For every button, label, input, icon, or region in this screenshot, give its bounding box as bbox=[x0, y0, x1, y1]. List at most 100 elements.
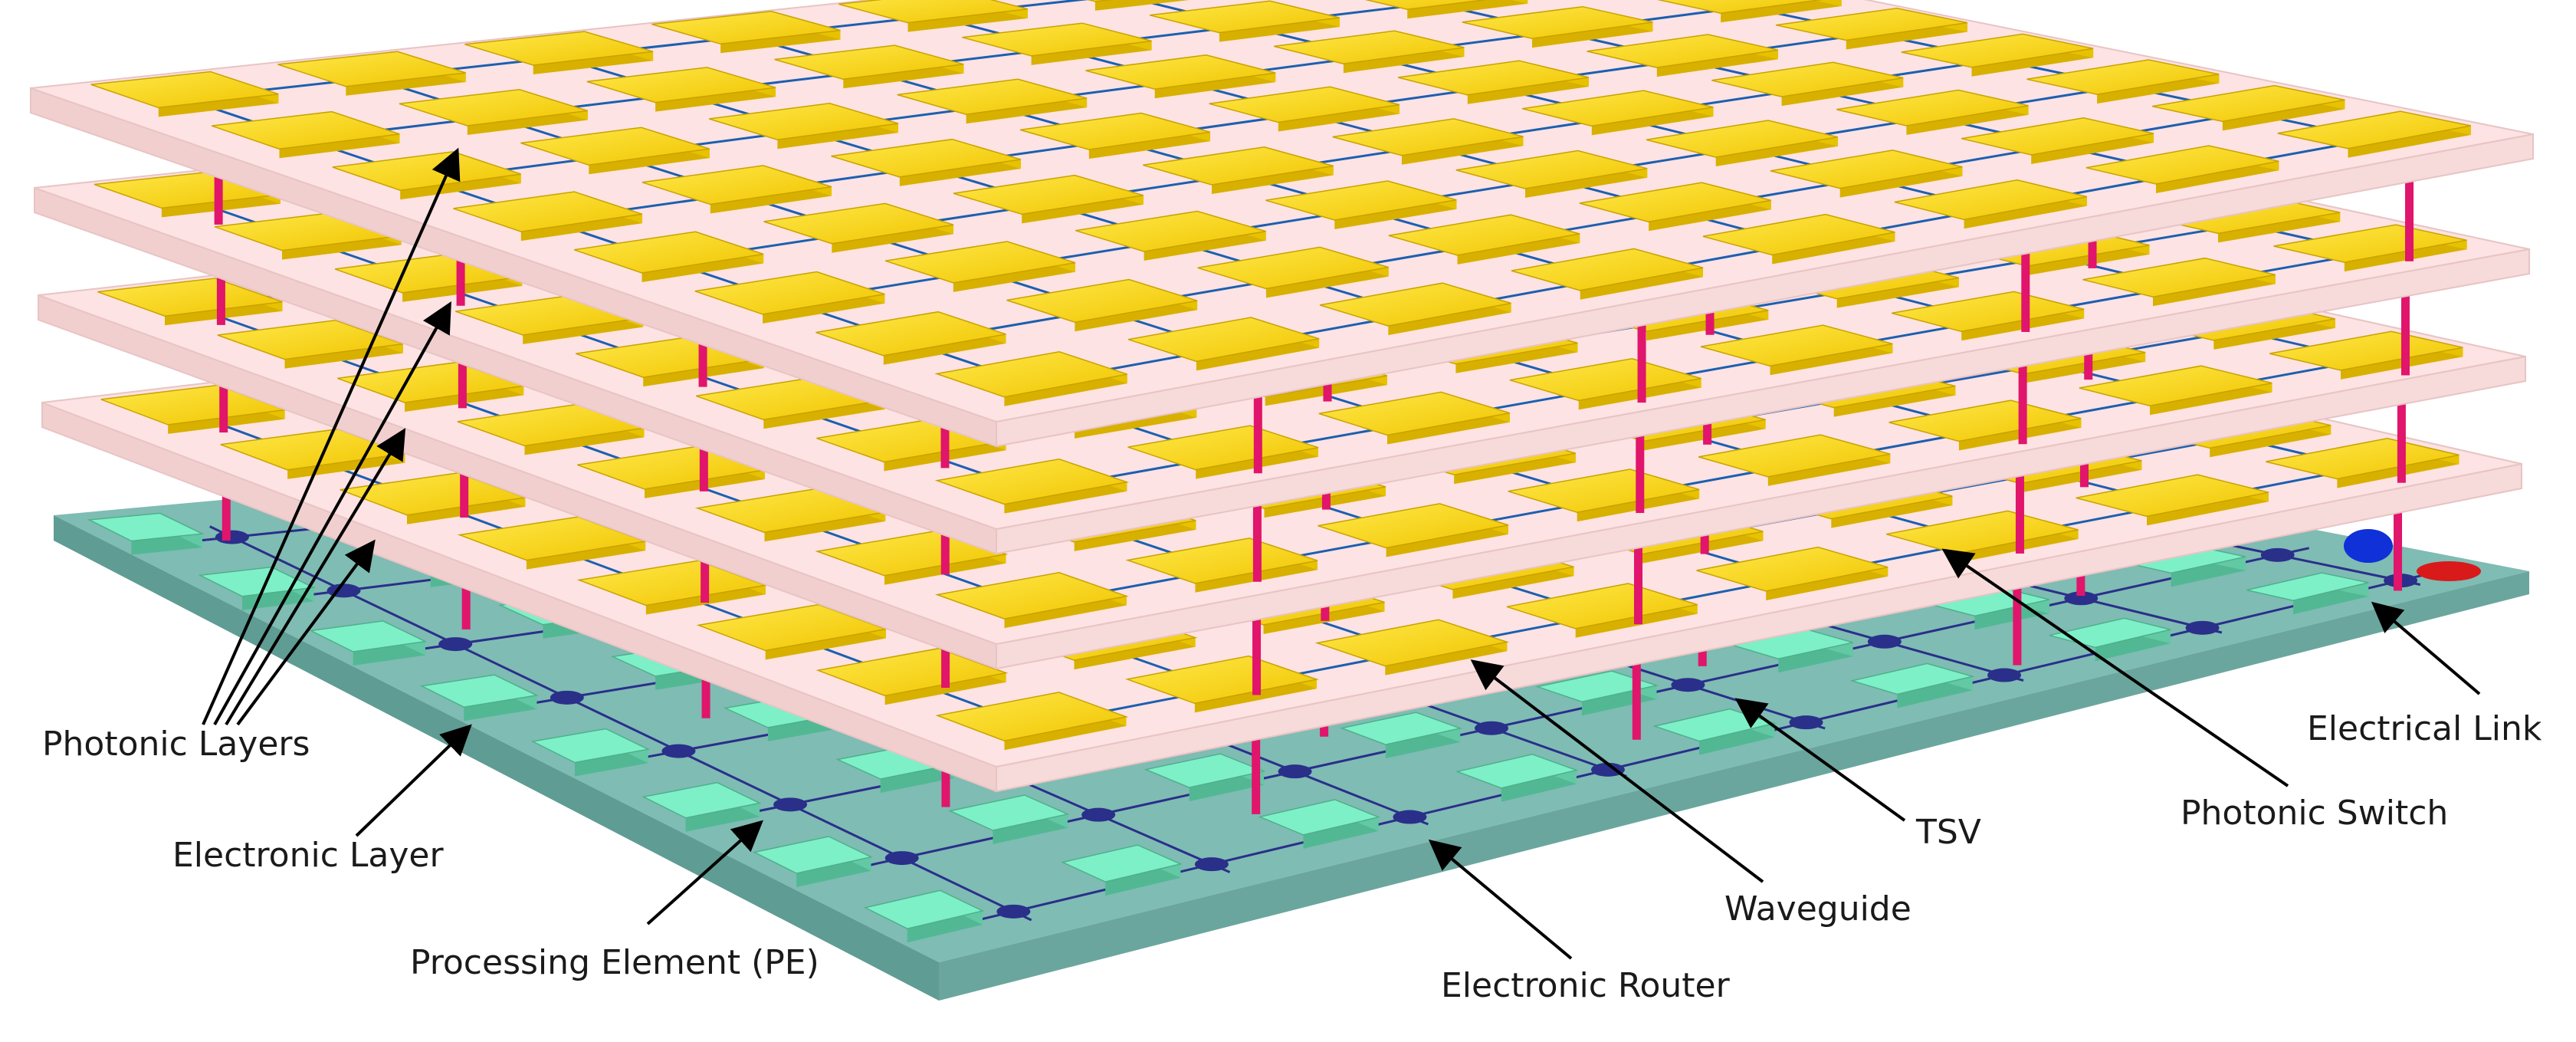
photonic-switch bbox=[1265, 180, 1457, 221]
processing-element bbox=[1258, 799, 1381, 836]
photonic-switch bbox=[520, 127, 710, 166]
photonic-switch bbox=[1019, 112, 1211, 150]
photonic-switch-side bbox=[1154, 73, 1276, 99]
tsv bbox=[2405, 161, 2414, 261]
photonic-switch bbox=[1143, 146, 1334, 186]
arrow-tsv bbox=[1734, 698, 1906, 822]
tsv bbox=[2015, 453, 2024, 554]
photonic-switch bbox=[1150, 0, 1341, 34]
processing-element bbox=[309, 620, 428, 652]
photonic-switch-side bbox=[832, 225, 953, 253]
photonic-switch bbox=[1836, 89, 2029, 127]
photonic-switch bbox=[934, 351, 1127, 398]
photonic-switch-side bbox=[2147, 492, 2269, 526]
photonic-switch-side bbox=[1454, 453, 1576, 485]
pe-side bbox=[880, 764, 955, 793]
photonic-switch bbox=[897, 78, 1088, 115]
photonic-switch bbox=[1397, 60, 1590, 96]
photonic-switch bbox=[935, 692, 1129, 741]
photonic-switch-side bbox=[907, 8, 1028, 32]
photonic-switch bbox=[1319, 282, 1511, 327]
photonic-switch-side bbox=[1088, 132, 1210, 159]
photonic-switch-side bbox=[1971, 48, 2094, 77]
arrow-photonic-1 bbox=[202, 147, 461, 725]
label-photonic-switch: Photonic Switch bbox=[2181, 794, 2448, 833]
photonic-switch bbox=[774, 44, 964, 81]
photonic-switch bbox=[2085, 145, 2279, 185]
label-electronic-layer: Electronic Layer bbox=[172, 836, 444, 875]
photonic-layers bbox=[30, 0, 2534, 814]
tsv bbox=[1632, 639, 1641, 740]
photonic-switch-side bbox=[1343, 48, 1465, 74]
photonic-switch bbox=[1700, 324, 1893, 367]
photonic-switch bbox=[1894, 179, 2088, 221]
pe-side bbox=[907, 911, 983, 943]
electronic-router bbox=[2064, 591, 2099, 606]
processing-element bbox=[948, 794, 1070, 831]
photonic-switch bbox=[217, 320, 404, 360]
photonic-switch bbox=[1127, 317, 1320, 363]
photonic-switch-side bbox=[1906, 105, 2029, 135]
electronic-router bbox=[1474, 721, 1508, 735]
photonic-switch bbox=[2152, 84, 2345, 123]
tsv bbox=[1636, 413, 1645, 514]
arrow-pe bbox=[646, 820, 763, 925]
electronic-router bbox=[1194, 857, 1229, 872]
photonic-switch bbox=[831, 138, 1022, 178]
blue-marker-icon bbox=[2344, 529, 2393, 563]
photonic-switch bbox=[1587, 34, 1779, 68]
tsv bbox=[2018, 344, 2027, 445]
photonic-switch-side bbox=[1212, 166, 1334, 194]
photonic-switch-side bbox=[763, 399, 885, 429]
photonic-switch bbox=[1509, 358, 1701, 402]
photonic-switch bbox=[2273, 224, 2467, 263]
photonic-switch-side bbox=[520, 214, 642, 242]
photonic-switch-side bbox=[1721, 0, 1842, 23]
photonic-switch-side bbox=[1770, 343, 1893, 376]
photonic-switch-side bbox=[1836, 278, 1959, 308]
photonic-switch bbox=[1511, 248, 1704, 291]
processing-element bbox=[1455, 754, 1579, 789]
photonic-switch-side bbox=[1075, 301, 1198, 332]
photonic-switch bbox=[934, 572, 1129, 620]
photonic-switch bbox=[1961, 117, 2154, 156]
photonic-switch-side bbox=[1831, 496, 1953, 528]
photonic-switch-side bbox=[1219, 18, 1340, 42]
pe-side bbox=[1189, 771, 1264, 802]
photonic-switch bbox=[763, 202, 954, 245]
photonic-switch bbox=[1332, 118, 1524, 156]
processing-element bbox=[1339, 712, 1462, 745]
photonic-switch bbox=[1318, 503, 1509, 549]
photonic-switch-side bbox=[1833, 386, 1956, 417]
photonic-switch-side bbox=[1455, 343, 1578, 373]
label-electronic-router: Electronic Router bbox=[1441, 966, 1731, 1005]
electronic-router bbox=[1393, 810, 1427, 824]
photonic-switch bbox=[1901, 33, 2094, 68]
pe-side bbox=[685, 803, 760, 832]
photonic-switch-side bbox=[533, 51, 654, 74]
photonic-switch bbox=[815, 647, 1009, 697]
photonic-switch bbox=[1506, 583, 1698, 629]
electronic-router bbox=[215, 530, 249, 544]
photonic-switch bbox=[694, 271, 885, 315]
photonic-switch-side bbox=[1074, 637, 1196, 670]
photonic-switch-side bbox=[1532, 22, 1653, 48]
pe-side bbox=[242, 587, 314, 610]
photonic-switch-side bbox=[1031, 41, 1152, 65]
pe-side bbox=[1303, 817, 1379, 849]
photonic-switch-side bbox=[777, 123, 898, 150]
electronic-router bbox=[773, 797, 808, 812]
photonic-switch-side bbox=[1766, 567, 1889, 600]
electronic-layer-side-front bbox=[54, 515, 939, 1001]
photonic-switch-side bbox=[765, 629, 886, 660]
photonic-switch-side bbox=[1387, 413, 1510, 445]
processing-element bbox=[752, 836, 873, 874]
photonic-switch-side bbox=[1649, 200, 1771, 232]
photonic-switch-side bbox=[346, 73, 466, 96]
photonic-switch-side bbox=[884, 672, 1006, 705]
processing-element bbox=[2246, 572, 2369, 601]
photonic-switch-side bbox=[1074, 520, 1196, 551]
processing-element bbox=[863, 889, 985, 929]
photonic-switch-side bbox=[284, 343, 403, 369]
